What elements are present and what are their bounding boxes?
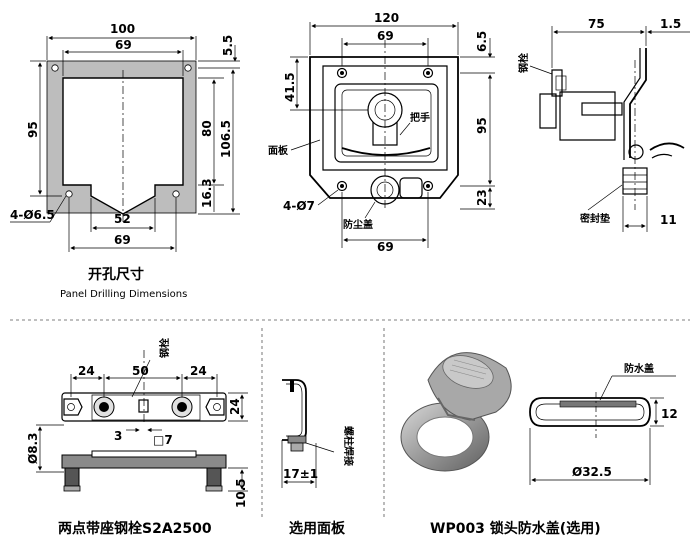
seal-label: 密封垫 (580, 212, 610, 225)
mount-hole (65, 190, 73, 198)
dim-95: 95 (26, 121, 40, 138)
dim-24-left: 24 (78, 364, 95, 378)
handle-side (649, 142, 685, 151)
dim-75: 75 (588, 17, 605, 31)
mount-hole (172, 190, 180, 198)
dim-95-front: 95 (475, 117, 489, 134)
dim-69-front: 69 (377, 29, 394, 43)
waterproof-label: 防水盖 (624, 362, 654, 375)
dim-41-5: 41.5 (283, 72, 297, 102)
stud-weld-label: 螺柱焊接 (342, 426, 355, 466)
waterproof-caption: WP003 锁头防水盖(选用) (430, 520, 601, 537)
panel-drilling-view: 100 69 5.5 95 80 106.5 16.3 52 (10, 22, 240, 300)
dim-50: 50 (132, 364, 149, 378)
handle (372, 122, 398, 146)
front-view: 120 69 6.5 41.5 95 23 69 把手 面板 4-Ø (268, 11, 495, 254)
dim-24-right: 24 (190, 364, 207, 378)
dim-6-5: 6.5 (475, 31, 489, 52)
side-view: 75 1.5 11 钢栓 密封垫 (517, 17, 690, 232)
holes-label-front: 4-Ø7 (283, 199, 315, 213)
dust-cover-label: 防尘盖 (343, 218, 373, 231)
dim-23: 23 (475, 189, 489, 206)
latch-body-inner (322, 65, 448, 171)
dim-square-7: □7 (153, 433, 173, 447)
dim-24-vertical: 24 (228, 398, 242, 415)
steel-bolt (551, 69, 563, 97)
dim-80: 80 (200, 120, 214, 137)
bolt-base-view: 24 50 24 24 Ø8.3 3 □7 10.5 钢栓 两点带座钢栓S2A2… (26, 338, 248, 537)
dim-1-5: 1.5 (660, 17, 681, 31)
latch-body-side (559, 91, 616, 141)
mount-hole (184, 64, 192, 72)
dim-d8-3: Ø8.3 (26, 433, 40, 464)
dim-17: 17±1 (283, 467, 318, 481)
dim-10-5: 10.5 (234, 478, 248, 508)
recess-outline (334, 83, 439, 163)
panel-drilling-subtitle: Panel Drilling Dimensions (60, 289, 187, 300)
dim-69-top: 69 (115, 38, 132, 52)
bolt-label: 钢栓 (158, 338, 171, 358)
panel-label: 面板 (268, 144, 289, 157)
dim-120: 120 (374, 11, 399, 25)
latch-body-outline (309, 56, 459, 199)
cover-profile (529, 397, 651, 427)
dim-5-5: 5.5 (221, 35, 235, 56)
bolt-base-caption: 两点带座钢栓S2A2500 (58, 520, 212, 537)
dim-3: 3 (114, 429, 122, 443)
dim-69-bottom: 69 (114, 233, 131, 247)
dim-69-front-bottom: 69 (377, 240, 394, 254)
optional-panel-view: 17±1 螺柱焊接 选用面板 (281, 379, 355, 537)
waterproof-cover-view: 12 Ø32.5 防水盖 WP003 锁头防水盖(选用) (400, 352, 678, 537)
dim-16-3: 16.3 (200, 178, 214, 208)
handle-label: 把手 (410, 111, 430, 124)
steel-bolt-label: 钢栓 (517, 53, 530, 73)
dim-12: 12 (661, 407, 678, 421)
optional-panel-caption: 选用面板 (289, 520, 346, 537)
stud-weld (287, 435, 307, 444)
holes-label: 4-Ø6.5 (10, 208, 55, 222)
dim-11: 11 (660, 213, 677, 227)
mount-hole (51, 64, 59, 72)
dim-d32-5: Ø32.5 (572, 465, 612, 479)
panel-drilling-title: 开孔尺寸 (88, 266, 144, 283)
dim-100: 100 (110, 22, 135, 36)
dim-52: 52 (114, 212, 131, 226)
dim-106-5: 106.5 (219, 120, 233, 158)
